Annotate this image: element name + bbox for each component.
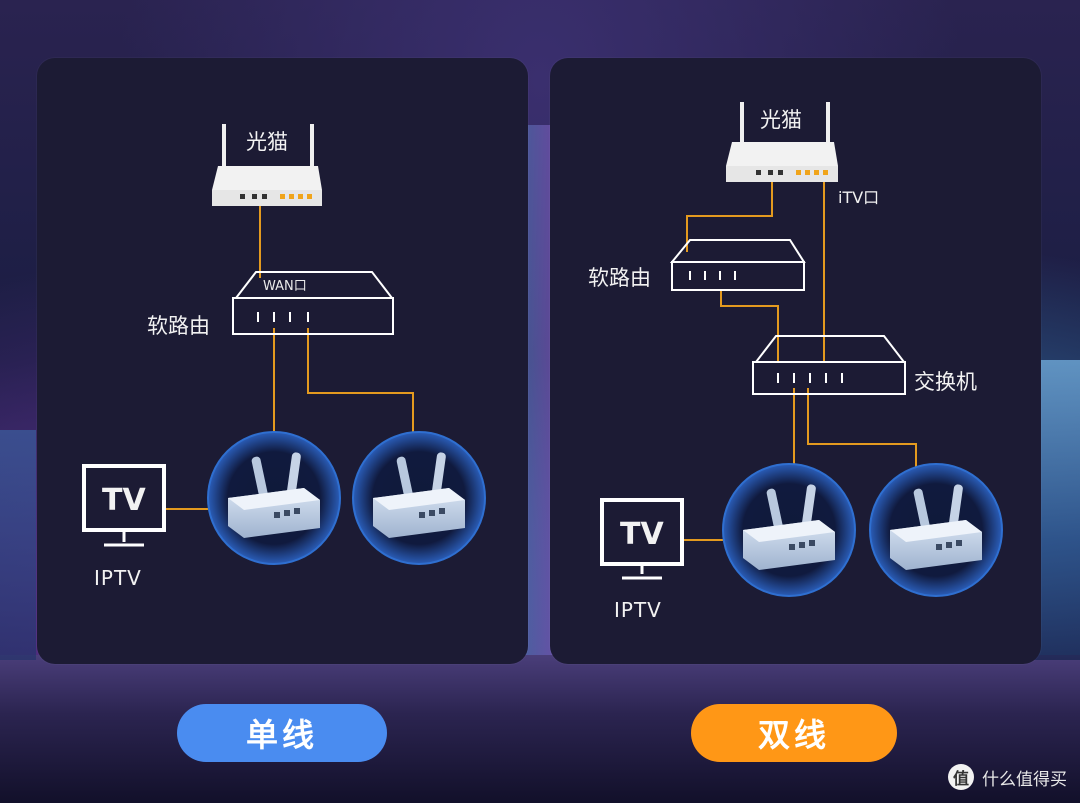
iptv-label-left: IPTV [94, 566, 142, 590]
single-line-button[interactable]: 单线 [177, 704, 387, 762]
watermark: 值 什么值得买 [948, 764, 1067, 790]
iptv-label-right: IPTV [614, 598, 662, 622]
soft-router-left [232, 271, 395, 335]
optical-modem-left [212, 124, 322, 206]
tv-icon-left [82, 464, 166, 547]
wan-port-label: WAN口 [263, 279, 307, 294]
tv-text-right: TV [620, 517, 664, 552]
watermark-text: 什么值得买 [982, 769, 1067, 790]
soft-router-right [669, 239, 806, 291]
tv-icon-right [600, 498, 684, 580]
tv-text-left: TV [102, 483, 146, 518]
dual-line-button[interactable]: 双线 [691, 704, 897, 762]
node-router-right-2 [869, 463, 1003, 597]
itv-port-label: iTV口 [838, 188, 880, 207]
link-router-to-switch [720, 290, 779, 361]
node-router-left-2 [352, 431, 486, 565]
soft-router-label-right: 软路由 [588, 266, 651, 290]
network-switch [752, 335, 907, 395]
switch-label: 交换机 [914, 370, 977, 394]
watermark-logo-icon: 值 [948, 764, 974, 790]
modem-antenna-right [310, 124, 314, 168]
optical-modem-right [726, 102, 838, 182]
modem-label-left: 光猫 [246, 130, 288, 154]
link-modem-to-router [686, 182, 773, 252]
modem-label-right: 光猫 [760, 108, 802, 132]
background-city-left [0, 430, 36, 660]
modem-antenna-left [222, 124, 226, 168]
node-router-right-1 [722, 463, 856, 597]
soft-router-label-left: 软路由 [147, 314, 210, 338]
node-router-left-1 [207, 431, 341, 565]
